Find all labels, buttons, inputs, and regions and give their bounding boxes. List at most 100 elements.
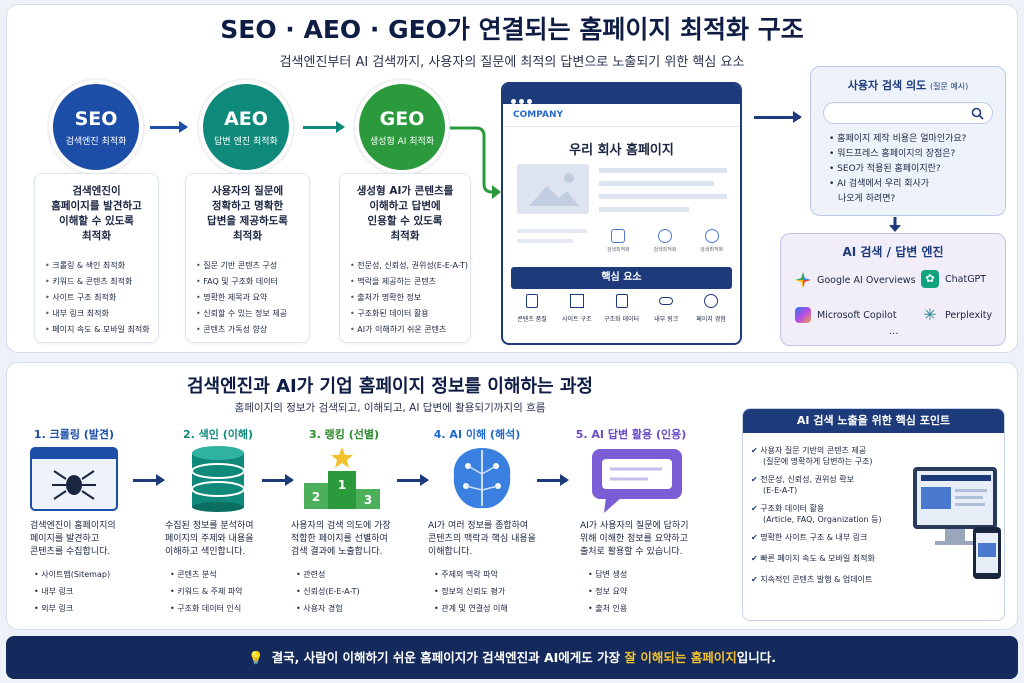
arrow-seo-aeo [150,121,188,133]
page-title: SEO · AEO · GEO가 연결되는 홈페이지 최적화 구조 [220,15,804,44]
step-1-title: 1. 크롤링 (발견) [33,428,115,441]
engine-chatgpt: ✿ChatGPT [921,270,986,288]
check-icon: ✔ [751,475,758,484]
process-title: 검색엔진과 AI가 기업 홈페이지 정보를 이해하는 과정 [187,376,593,397]
list-item: 정보의 신뢰도 평가 [434,583,508,600]
browser-bar [503,84,740,104]
feature-icons: 검색최적화 검색최적화 검색최적화 [595,229,735,253]
arrow-step3-4 [397,474,429,486]
step-1-list: 사이트맵(Sitemap)내부 링크외부 링크 [34,566,110,617]
process-subtitle: 홈페이지의 정보가 검색되고, 이해되고, AI 답변에 활용되기까지의 흐름 [234,402,546,414]
search-intent-title: 사용자 검색 의도 [847,79,927,92]
list-item: 외부 링크 [34,600,110,617]
list-item: 콘텐츠 가독성 향상 [196,322,309,338]
core-item: 구조화 데이터 [601,294,643,323]
list-item: 키워드 & 콘텐츠 최적화 [45,274,158,290]
lightbulb-icon: 💡 [248,650,264,665]
engines-title: AI 검색 / 답변 엔진 [842,245,944,259]
spider-browser-icon [30,447,118,511]
arrow-search-engines [889,217,901,232]
text-lines-2 [517,229,587,243]
keypoints-panel: AI 검색 노출을 위한 핵심 포인트 ✔ 사용자 질문 기반의 콘텐츠 제공(… [742,408,1005,621]
monitor-phone-icon [913,467,1001,579]
copilot-icon [795,307,811,323]
step-2-list: 콘텐츠 분석키워드 & 주제 파악구조화 데이터 인식 [170,566,243,617]
step-3-title: 3. 랭킹 (선별) [308,428,380,441]
keypoint-item: ✔ 명확한 사이트 구조 & 내부 링크 [751,533,868,542]
list-item: AI가 이해하기 쉬운 콘텐츠 [350,322,470,338]
company-logo: COMPANY [503,104,740,127]
list-item: 구조화된 데이터 활용 [350,306,470,322]
text-lines [599,168,727,220]
page-subtitle: 검색엔진부터 AI 검색까지, 사용자의 질문에 최적의 답변으로 노출되기 위… [279,55,745,70]
image-placeholder-icon [517,164,589,214]
arrow-browser-search [754,111,802,123]
feature-icon-item: 검색최적화 [700,229,723,253]
core-elements-header: 핵심 요소 [511,267,732,289]
engine-google: Google AI Overviews [795,272,916,288]
chat-bubble-icon [592,449,682,513]
list-item: 사이트맵(Sitemap) [34,566,110,583]
keypoint-item: ✔ 빠른 페이지 속도 & 모바일 최적화 [751,554,875,563]
question-item: 나오게 하려면? [838,194,896,204]
core-item: 콘텐츠 품질 [511,294,553,323]
keypoint-item: ✔ 전문성, 신뢰성, 권위성 확보(E-E-A-T) [751,475,854,495]
list-item: 크롤링 & 색인 최적화 [45,258,158,274]
list-item: 페이지 속도 & 모바일 최적화 [45,322,158,338]
arrow-step2-3 [262,474,294,486]
search-input[interactable] [823,102,993,124]
core-item: 사이트 구조 [556,294,598,323]
list-item: 질문 기반 콘텐츠 구성 [196,258,309,274]
list-item: 출처가 명확한 정보 [350,290,470,306]
list-item: 신뢰성(E-E-A-T) [296,583,359,600]
search-icon [971,107,984,120]
check-icon: ✔ [751,446,758,455]
sitemap-icon [569,294,584,308]
question-item: • 워드프레스 홈페이지의 장점은? [829,149,956,159]
feature-icon-item: 검색최적화 [607,229,630,253]
list-item: 정보 요약 [588,583,627,600]
podium-3: 3 [364,493,372,507]
step-4-title: 4. AI 이해 (해석) [433,428,521,441]
check-icon: ✔ [751,575,758,584]
document-icon [526,294,538,308]
arrow-step4-5 [537,474,569,486]
arrow-step1-2 [133,474,165,486]
step-5-list: 답변 생성정보 요약출처 인용 [588,566,627,617]
list-item: 관련성 [296,566,360,583]
engine-perplexity: ✳Perplexity [921,306,992,324]
list-item: 내부 링크 [34,583,110,600]
check-icon: ✔ [751,554,758,563]
list-item: 사이트 구조 최적화 [45,290,158,306]
list-item: 구조화 데이터 인식 [170,600,243,617]
list-item: 맥락을 제공하는 콘텐츠 [350,274,470,290]
question-item: • 홈페이지 제작 비용은 얼마인가요? [829,134,967,144]
data-icon [615,294,628,308]
list-item: 신뢰할 수 있는 정보 제공 [196,306,309,322]
list-item: 답변 생성 [588,566,627,583]
list-item: 전문성, 신뢰성, 권위성(E-E-A-T) [350,258,470,274]
ai-brain-icon [453,448,511,509]
engine-copilot: Microsoft Copilot [795,307,897,323]
question-item: • SEO가 적용된 홈페이지란? [829,164,941,174]
list-item: 명확한 제목과 요약 [196,290,309,306]
core-item: 페이지 경험 [690,294,732,323]
footer-banner: 💡결국, 사람이 이해하기 쉬운 홈페이지가 검색엔진과 AI에게도 가장 잘 … [6,636,1018,679]
step-5-title: 5. AI 답변 활용 (인용) [575,428,687,441]
list-item: 사용자 경험 [296,600,360,617]
list-item: 콘텐츠 분석 [170,566,243,583]
gemini-icon [795,272,811,288]
arrow-aeo-geo [303,121,345,133]
list-item: FAQ 및 구조화 데이터 [196,274,309,290]
core-elements: 콘텐츠 품질 사이트 구조 구조화 데이터 내부 링크 페이지 경험 [511,294,732,323]
clock-icon [704,294,718,308]
